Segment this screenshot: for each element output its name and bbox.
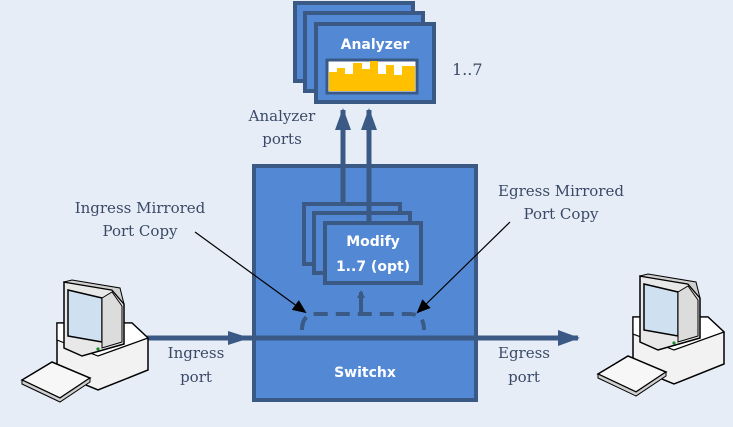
modify-label-line1: Modify bbox=[346, 234, 400, 250]
ingress-mirror-label-line2: Port Copy bbox=[102, 222, 178, 240]
switch-label: Switchx bbox=[334, 365, 396, 381]
egress-mirror-label-line1: Egress Mirrored bbox=[498, 182, 624, 200]
egress-mirror-label-line2: Port Copy bbox=[523, 205, 599, 223]
ingress-port-label-line2: port bbox=[180, 368, 212, 386]
egress-port-label-line2: port bbox=[508, 368, 540, 386]
modify-box bbox=[323, 221, 423, 285]
analyzer-count-label: 1..7 bbox=[452, 60, 483, 79]
modify-stack: Modify 1..7 (opt) bbox=[302, 202, 423, 285]
destination-computer-icon bbox=[596, 273, 726, 397]
mirror-copy-path bbox=[300, 312, 426, 331]
analyzer-title: Analyzer bbox=[341, 37, 410, 53]
egress-mirror-callout-line bbox=[416, 221, 511, 314]
modify-label-line2: 1..7 (opt) bbox=[336, 259, 410, 275]
ingress-mirror-callout-line bbox=[194, 231, 307, 314]
ingress-port-label-line1: Ingress bbox=[168, 344, 225, 362]
analyzer-chart-icon bbox=[325, 58, 419, 95]
source-computer-icon bbox=[20, 279, 150, 403]
analyzer-ports-label-line1: Analyzer bbox=[248, 107, 316, 125]
analyzer-stack: Analyzer bbox=[293, 1, 436, 104]
analyzer-ports-label-line2: ports bbox=[262, 130, 302, 148]
ingress-arrowhead bbox=[228, 331, 250, 345]
ingress-mirror-label-line1: Ingress Mirrored bbox=[75, 199, 206, 217]
egress-port-label-line1: Egress bbox=[498, 344, 550, 362]
